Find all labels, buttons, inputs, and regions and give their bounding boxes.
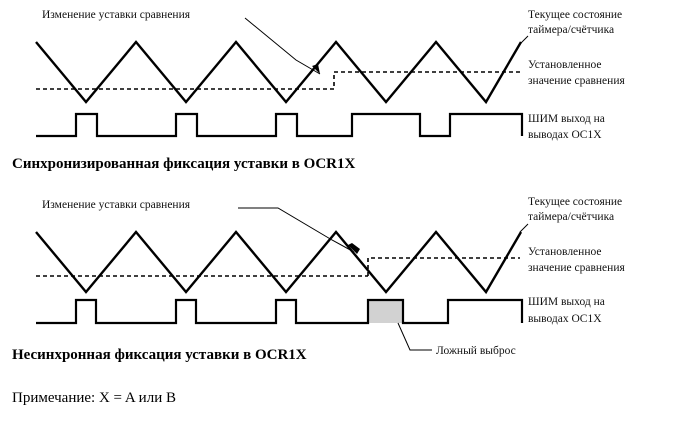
- glitch-highlight: [368, 300, 403, 323]
- counter-label-line2: таймера/счётчика: [528, 211, 614, 223]
- diagram2-caption: Несинхронная фиксация уставки в OCR1X: [12, 347, 307, 363]
- compare-change-arrowhead: [312, 64, 320, 74]
- glitch-label: Ложный выброс: [436, 345, 516, 357]
- glitch-leader: [397, 322, 432, 351]
- counter-label-line2: таймера/счётчика: [528, 24, 614, 36]
- pwm-output-waveform: [36, 112, 524, 138]
- pwm-output-label-line2: выводах OC1X: [528, 129, 602, 141]
- pwm-output-waveform: [36, 298, 524, 325]
- compare-threshold-line-new: [367, 257, 520, 276]
- counter-triangle-wave: [35, 230, 523, 295]
- counter-triangle-wave: [35, 40, 523, 105]
- diagram-synchronized: Изменение уставки сравнения Текущее сост…: [12, 9, 625, 172]
- counter-label-leader: [519, 223, 529, 233]
- compare-change-leader: [238, 207, 355, 253]
- diagram-unsynchronized: Изменение уставки сравнения Текущее сост…: [12, 196, 625, 363]
- compare-change-label: Изменение уставки сравнения: [42, 199, 191, 211]
- pwm-output-label-line1: ШИМ выход на: [528, 296, 605, 308]
- compare-change-arrowhead: [348, 243, 360, 254]
- compare-value-label-line1: Установленное: [528, 59, 601, 71]
- compare-threshold-line: [36, 71, 520, 90]
- diagram1-caption: Синхронизированная фиксация уставки в OC…: [12, 156, 355, 172]
- compare-value-label-line2: значение сравнения: [528, 75, 625, 87]
- compare-value-label-line2: значение сравнения: [528, 262, 625, 274]
- footnote: Примечание: X = A или B: [12, 390, 176, 406]
- compare-change-label: Изменение уставки сравнения: [42, 9, 191, 21]
- counter-label-line1: Текущее состояние: [528, 196, 622, 208]
- counter-label-line1: Текущее состояние: [528, 9, 622, 21]
- pwm-output-label-line1: ШИМ выход на: [528, 113, 605, 125]
- pwm-output-label-line2: выводах OC1X: [528, 313, 602, 325]
- compare-value-label-line1: Установленное: [528, 246, 601, 258]
